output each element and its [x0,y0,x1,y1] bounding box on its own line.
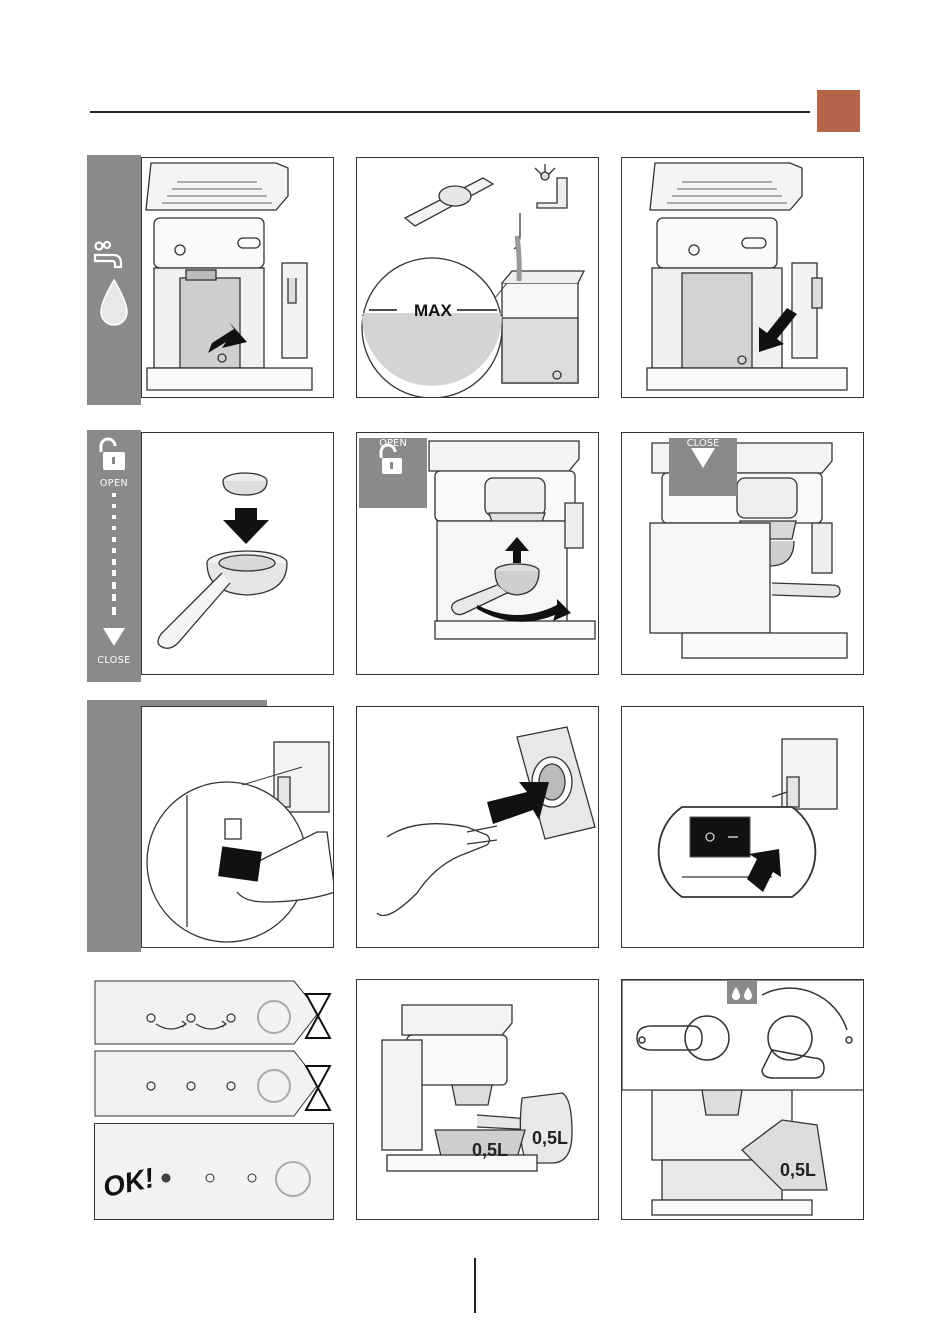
header-rule [90,111,810,113]
max-level-label: MAX [414,301,452,321]
panel-insert-filter [141,432,334,675]
down-arrow-icon [103,628,125,646]
unlock-icon [101,439,125,470]
water-drop-icon [101,280,127,325]
led-sequence-panel-1 [94,980,334,1045]
led-sequence-panel-2 [94,1050,334,1117]
section-tab [817,90,860,132]
panel-power-switch [621,706,864,948]
volume-label-jug: 0,5L [532,1128,568,1149]
down-arrow-icon [669,438,737,474]
panel-rinse-brew: 0,5L 0,5L [356,979,599,1220]
panel-fill-tank: MAX [356,157,599,398]
panel-rinse-steam: 0,5L [621,979,864,1220]
open-badge: OPEN [359,438,427,508]
tap-icon [87,235,141,355]
led-ok-panel: OK! [94,1123,334,1220]
panel-attach-open: OPEN [356,432,599,675]
panel-remove-tank [141,157,334,398]
panel-cable-connect [141,706,334,948]
sidebar-close-label: CLOSE [89,655,139,666]
panel-plug-in [356,706,599,948]
close-badge: CLOSE [669,438,737,496]
panel-attach-close: CLOSE [621,432,864,675]
volume-label-container: 0,5L [472,1140,508,1161]
sidebar-open-label: OPEN [89,478,139,489]
footer-rule [474,1258,476,1313]
unlock-icon [359,438,427,482]
volume-label-steam-jug: 0,5L [780,1160,816,1181]
filter-lock-graphic [87,430,141,682]
panel-insert-tank [621,157,864,398]
